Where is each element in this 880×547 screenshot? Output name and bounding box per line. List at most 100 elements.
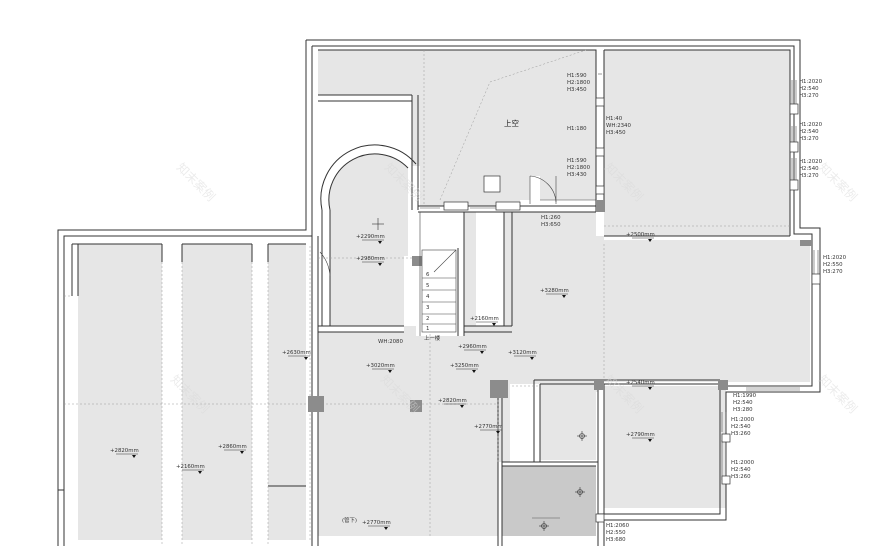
fixture-pad	[595, 185, 605, 195]
elevation-marker: +3250mm	[450, 363, 479, 373]
column	[596, 200, 604, 212]
watermark: 知末案例	[816, 160, 861, 205]
window-tag-line: H2:540	[799, 129, 819, 135]
elevation-marker: +2980mm	[356, 256, 385, 266]
elevation-marker: +2790mm	[626, 432, 655, 442]
crosshair-icon	[539, 521, 549, 531]
stair-step-6: 6	[426, 272, 430, 278]
level-triangle-icon	[648, 387, 652, 390]
window-tag-line: H3:450	[606, 130, 626, 136]
window-tag-line: H2:550	[606, 530, 626, 536]
crosshair-markers	[372, 218, 587, 531]
elevation-marker: +2820mm	[110, 448, 139, 458]
column	[594, 380, 604, 390]
window-tags: H1:590H2:1800H3:450H1:180H1:40WH:2340H3:…	[378, 73, 847, 543]
elevation-marker: +3280mm	[540, 288, 569, 298]
room-bedroom-lower-right	[604, 386, 726, 508]
level-triangle-icon	[496, 431, 500, 434]
elevation-label: +3120mm	[508, 350, 537, 356]
stair-step-numbers: 1 2 3 4 5 6 上一楼	[424, 272, 441, 342]
elevation-label: +2160mm	[470, 316, 499, 322]
fixture-pad	[595, 97, 605, 107]
fixture-pad	[721, 475, 731, 485]
elevation-label: +2630mm	[282, 350, 311, 356]
elevation-label: +3250mm	[450, 363, 479, 369]
elevation-marker: +2770mm	[474, 424, 503, 434]
window-tag-line: H2:1800	[567, 80, 591, 86]
crosshair-icon	[575, 487, 585, 497]
window-tag-line: H2:1800	[567, 165, 591, 171]
window-tag-line: H2:540	[731, 467, 751, 473]
fixture-box	[483, 175, 501, 193]
window-tag-line: H1:2060	[606, 523, 630, 529]
doors	[319, 175, 596, 277]
elevation-label: +2820mm	[110, 448, 139, 454]
room-bay-2	[182, 244, 252, 540]
fixture-pad	[595, 147, 605, 157]
level-triangle-icon	[492, 323, 496, 326]
window-tag-line: H3:260	[731, 474, 751, 480]
elevation-label: +2160mm	[176, 464, 205, 470]
column	[490, 380, 508, 398]
level-triangle-icon	[460, 405, 464, 408]
level-triangle-icon	[198, 471, 202, 474]
elevation-labels: +2290mm+2980mm+3280mm+2160mm+2960mm+3120…	[110, 232, 655, 530]
elevation-label: +2770mm	[474, 424, 503, 430]
window-tag-line: H3:270	[799, 93, 819, 99]
elevation-marker: +3120mm	[508, 350, 537, 360]
fixture-pad	[443, 201, 469, 211]
elevation-label: +3020mm	[366, 363, 395, 369]
column	[410, 400, 422, 412]
stair	[419, 212, 457, 336]
reference-lines	[64, 49, 790, 544]
elevation-marker: +2630mm	[282, 350, 311, 360]
level-triangle-icon	[388, 370, 392, 373]
pipe-note: (管下)	[342, 516, 357, 524]
window-tag-line: H2:540	[799, 166, 819, 172]
level-triangle-icon	[132, 455, 136, 458]
column	[718, 380, 728, 390]
window-tag-line: H2:550	[823, 262, 843, 268]
level-triangle-icon	[304, 357, 308, 360]
window-tag-line: H1:260	[541, 215, 561, 221]
fixture-pad	[789, 141, 799, 153]
elevation-label: +2540mm	[626, 380, 655, 386]
window-tag-line: H1:2020	[799, 79, 823, 85]
room-living	[318, 212, 810, 536]
window-tag-line: H2:540	[731, 424, 751, 430]
window-tag-line: WH:2080	[378, 339, 403, 345]
void-label: 上空	[504, 118, 519, 128]
window-tag-line: H1:2000	[731, 460, 755, 466]
elevation-marker: +2160mm	[176, 464, 205, 474]
elevation-marker: +2820mm	[438, 398, 467, 408]
window-tag-line: H3:270	[799, 173, 819, 179]
level-triangle-icon	[240, 451, 244, 454]
window-tag-line: H3:270	[799, 136, 819, 142]
watermark: 知末案例	[816, 372, 861, 417]
window-tag-line: H3:450	[567, 87, 587, 93]
level-triangle-icon	[530, 357, 534, 360]
elevation-label: +2860mm	[218, 444, 247, 450]
window-tag-line: H3:260	[731, 431, 751, 437]
room-void	[318, 50, 596, 206]
elevation-label: +2820mm	[438, 398, 467, 404]
stair-step-5: 5	[426, 283, 429, 289]
level-triangle-icon	[384, 527, 388, 530]
fixture-pad	[495, 201, 521, 211]
elevation-marker: +2960mm	[458, 344, 487, 354]
level-triangle-icon	[378, 241, 382, 244]
room-dark	[502, 466, 596, 536]
elevation-label: +2960mm	[458, 344, 487, 350]
window-tag-line: H3:270	[823, 269, 843, 275]
window-tag-line: H1:2000	[731, 417, 755, 423]
crosshair-icon	[372, 218, 384, 230]
fixture-pad	[595, 513, 605, 523]
elevation-label: +2500mm	[626, 232, 655, 238]
elevation-label: +3280mm	[540, 288, 569, 294]
elevation-label: +2790mm	[626, 432, 655, 438]
watermark: 知末案例	[174, 160, 219, 205]
stair-step-3: 3	[426, 305, 429, 311]
room-bedroom-upper-right	[604, 50, 790, 236]
window-tag-line: H1:590	[567, 158, 587, 164]
